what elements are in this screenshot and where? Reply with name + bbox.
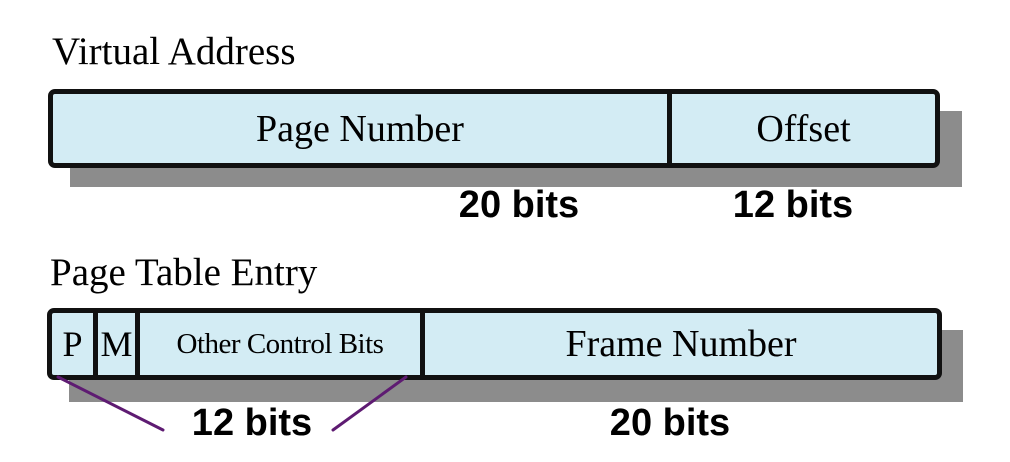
frame-number-label: Frame Number: [565, 323, 797, 365]
virtual-address-box: Page Number Offset: [48, 89, 940, 168]
frame-number-cell: Frame Number: [420, 313, 937, 375]
modified-bit-cell: M: [93, 313, 135, 375]
page-number-cell: Page Number: [53, 94, 667, 163]
page-table-entry-title: Page Table Entry: [50, 251, 318, 294]
offset-bits-label: 12 bits: [732, 184, 854, 226]
page-number-bits-label: 20 bits: [458, 184, 580, 226]
other-control-bits-cell: Other Control Bits: [135, 313, 420, 375]
control-bits-bits-label: 12 bits: [191, 402, 313, 444]
page-number-label: Page Number: [256, 107, 464, 150]
offset-label: Offset: [756, 107, 851, 150]
other-control-bits-label: Other Control Bits: [176, 327, 384, 360]
present-bit-cell: P: [52, 313, 93, 375]
modified-bit-label: M: [100, 324, 133, 364]
page-table-entry-box: P M Other Control Bits Frame Number: [47, 308, 942, 380]
present-bit-label: P: [62, 324, 83, 364]
offset-cell: Offset: [667, 94, 935, 163]
virtual-address-title: Virtual Address: [52, 30, 296, 73]
frame-number-bits-label: 20 bits: [609, 402, 731, 444]
